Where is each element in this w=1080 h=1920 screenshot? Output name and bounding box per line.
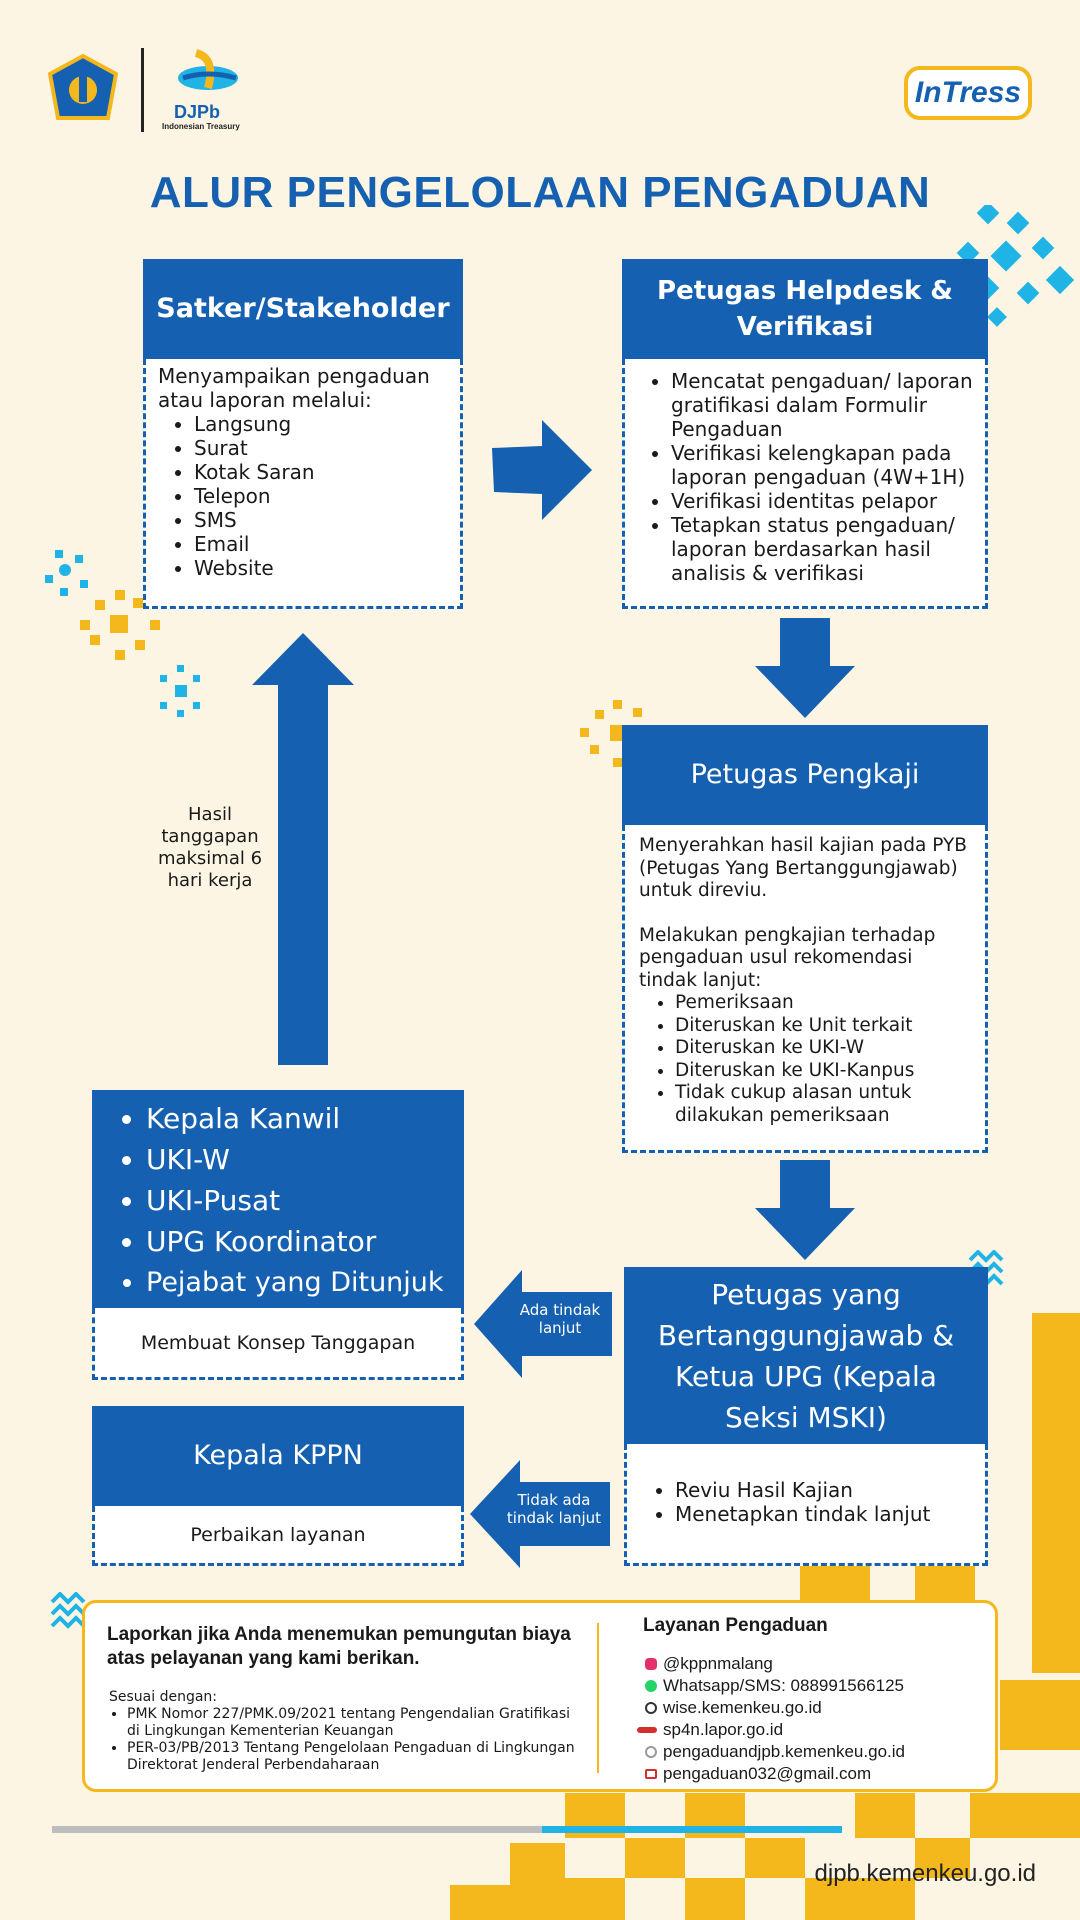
mail-icon xyxy=(645,1769,657,1779)
list-item: Tetapkan status pengaduan/ laporan berda… xyxy=(671,513,975,585)
list-item: Langsung xyxy=(194,412,448,436)
arrow-left-icon xyxy=(474,1270,612,1378)
list-item: Kepala Kanwil xyxy=(146,1098,448,1139)
list-item: Diteruskan ke Unit terkait xyxy=(675,1015,971,1038)
footer-card: Laporkan jika Anda menemukan pemungutan … xyxy=(82,1600,998,1792)
pyb-heading: Petugas yang Bertanggungjawab & Ketua UP… xyxy=(624,1267,988,1444)
list-item: Surat xyxy=(194,436,448,460)
helpdesk-task-list: Mencatat pengaduan/ laporan gratifikasi … xyxy=(635,369,975,585)
djpb-logo-subtext: Indonesian Treasury xyxy=(162,122,240,131)
pengkaji-para2: Melakukan pengkajian terhadap pengaduan … xyxy=(639,924,936,991)
pengkaji-recommendation-list: Pemeriksaan Diteruskan ke Unit terkait D… xyxy=(639,992,971,1127)
contact-whatsapp[interactable]: Whatsapp/SMS: 088991566125 xyxy=(645,1675,985,1697)
list-item: Pemeriksaan xyxy=(675,992,971,1015)
list-item: Verifikasi kelengkapan pada laporan peng… xyxy=(671,441,975,489)
list-item: Menetapkan tindak lanjut xyxy=(675,1502,973,1526)
pyb-task-list: Reviu Hasil Kajian Menetapkan tindak lan… xyxy=(639,1478,973,1526)
intress-logo-text: InTress xyxy=(914,76,1022,109)
decor-flower-pattern-icon xyxy=(45,550,200,717)
return-note: Hasil tanggapan maksimal 6 hari kerja xyxy=(157,804,263,891)
list-item: Website xyxy=(194,556,448,580)
list-item: Pejabat yang Ditunjuk xyxy=(146,1262,448,1303)
footer-headline: Laporkan jika Anda menemukan pemungutan … xyxy=(107,1624,571,1669)
pengkaji-heading: Petugas Pengkaji xyxy=(622,725,988,825)
satker-body: Menyampaikan pengaduan atau laporan mela… xyxy=(143,359,463,609)
satker-heading: Satker/Stakeholder xyxy=(143,259,463,359)
globe-icon xyxy=(645,1702,657,1714)
pengkaji-para1: Menyerahkan hasil kajian pada PYB (Petug… xyxy=(639,835,967,901)
list-item: PMK Nomor 227/PMK.09/2021 tentang Pengen… xyxy=(127,1706,577,1740)
list-item: PER-03/PB/2013 Tentang Pengelolaan Penga… xyxy=(127,1740,577,1774)
decor-cyan-pattern-icon xyxy=(956,205,1075,327)
list-item: Verifikasi identitas pelapor xyxy=(671,489,975,513)
whatsapp-icon xyxy=(645,1680,657,1692)
footer-divider xyxy=(597,1623,599,1773)
kppn-heading: Kepala KPPN xyxy=(92,1406,464,1506)
footer-sesuai: Sesuai dengan: xyxy=(109,1689,218,1705)
lapor-icon xyxy=(637,1727,657,1733)
arrow-up-icon xyxy=(252,633,354,1065)
tidak-ada-tindak-lanjut-label: Tidak ada tindak lanjut xyxy=(506,1491,602,1527)
contact-lapor[interactable]: sp4n.lapor.go.id xyxy=(637,1719,985,1741)
kppn-action: Perbaikan layanan xyxy=(190,1523,366,1546)
intress-logo: InTress xyxy=(904,66,1032,120)
instagram-icon xyxy=(645,1658,657,1670)
contact-email[interactable]: pengaduan032@gmail.com xyxy=(645,1763,985,1785)
djpb-emblem-icon xyxy=(178,49,238,90)
list-item: Mencatat pengaduan/ laporan gratifikasi … xyxy=(671,369,975,441)
website-link[interactable]: djpb.kemenkeu.go.id xyxy=(814,1860,1036,1887)
list-item: UPG Koordinator xyxy=(146,1221,448,1262)
list-item: UKI-W xyxy=(146,1139,448,1180)
list-item: UKI-Pusat xyxy=(146,1180,448,1221)
page-title: ALUR PENGELOLAAN PENGADUAN xyxy=(149,168,931,217)
decor-line-grey xyxy=(52,1826,542,1833)
helpdesk-heading: Petugas Helpdesk & Verifikasi xyxy=(622,259,988,359)
kppn-action-box: Perbaikan layanan xyxy=(92,1506,464,1566)
djpb-logo: DJPb Indonesian Treasury xyxy=(160,48,260,138)
contact-pengaduan-djpb[interactable]: pengaduandjpb.kemenkeu.go.id xyxy=(645,1741,985,1763)
arrow-down-icon xyxy=(755,618,855,718)
kanwil-officials-list: Kepala Kanwil UKI-W UKI-Pusat UPG Koordi… xyxy=(118,1098,448,1303)
kanwil-action: Membuat Konsep Tanggapan xyxy=(140,1331,416,1354)
logo-divider xyxy=(141,48,144,132)
list-item: SMS xyxy=(194,508,448,532)
list-item: Diteruskan ke UKI-Kanpus xyxy=(675,1060,971,1083)
helpdesk-body: Mencatat pengaduan/ laporan gratifikasi … xyxy=(622,359,988,609)
list-item: Tidak cukup alasan untuk dilakukan pemer… xyxy=(675,1082,971,1127)
arrow-right-icon xyxy=(492,420,592,520)
contact-wise[interactable]: wise.kemenkeu.go.id xyxy=(645,1697,985,1719)
list-item: Kotak Saran xyxy=(194,460,448,484)
list-item: Reviu Hasil Kajian xyxy=(675,1478,973,1502)
pengkaji-body: Menyerahkan hasil kajian pada PYB (Petug… xyxy=(622,825,988,1153)
contact-instagram[interactable]: @kppnmalang xyxy=(645,1653,985,1675)
arrow-left-icon xyxy=(470,1460,610,1568)
arrow-ada-tindak-lanjut: Ada tindak lanjut xyxy=(474,1270,614,1378)
kemenkeu-logo-icon xyxy=(46,52,120,126)
arrow-down-icon xyxy=(755,1160,855,1260)
list-item: Telepon xyxy=(194,484,448,508)
pyb-body: Reviu Hasil Kajian Menetapkan tindak lan… xyxy=(624,1444,988,1566)
footer-regulation-list: PMK Nomor 227/PMK.09/2021 tentang Pengen… xyxy=(127,1706,577,1774)
layanan-title: Layanan Pengaduan xyxy=(643,1615,828,1636)
contact-list: @kppnmalang Whatsapp/SMS: 088991566125 w… xyxy=(637,1653,985,1785)
ada-tindak-lanjut-label: Ada tindak lanjut xyxy=(519,1301,601,1337)
kanwil-list-box: Kepala Kanwil UKI-W UKI-Pusat UPG Koordi… xyxy=(92,1090,464,1308)
decor-line-cyan xyxy=(542,1826,842,1833)
djpb-logo-text: DJPb xyxy=(174,102,221,122)
arrow-tidak-ada-tindak-lanjut: Tidak ada tindak lanjut xyxy=(470,1460,612,1568)
list-item: Diteruskan ke UKI-W xyxy=(675,1037,971,1060)
kanwil-action-box: Membuat Konsep Tanggapan xyxy=(92,1308,464,1380)
web-icon xyxy=(645,1746,657,1758)
satker-intro: Menyampaikan pengaduan atau laporan mela… xyxy=(158,364,430,412)
decor-cyan-stripes-icon xyxy=(50,1592,86,1629)
list-item: Email xyxy=(194,532,448,556)
satker-channel-list: Langsung Surat Kotak Saran Telepon SMS E… xyxy=(158,412,448,580)
